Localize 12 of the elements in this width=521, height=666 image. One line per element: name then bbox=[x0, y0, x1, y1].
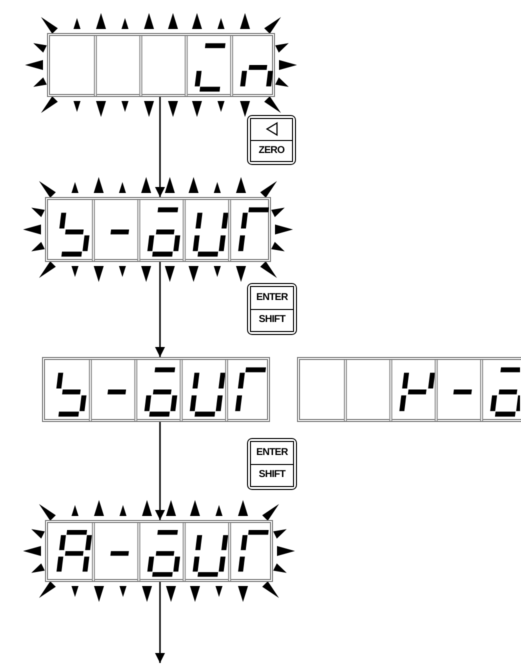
key-button bbox=[247, 283, 297, 335]
key-button bbox=[247, 115, 296, 165]
key-label: ENTER bbox=[256, 292, 288, 303]
key-button bbox=[247, 438, 297, 490]
key-label: SHIFT bbox=[258, 315, 286, 326]
arrow bbox=[155, 582, 165, 663]
arrow bbox=[155, 262, 165, 357]
arrow bbox=[155, 97, 165, 197]
arrow bbox=[155, 422, 165, 520]
key-label: SHIFT bbox=[258, 470, 286, 480]
key-label: ENTER bbox=[256, 448, 288, 458]
key-label: ZERO bbox=[258, 146, 284, 156]
